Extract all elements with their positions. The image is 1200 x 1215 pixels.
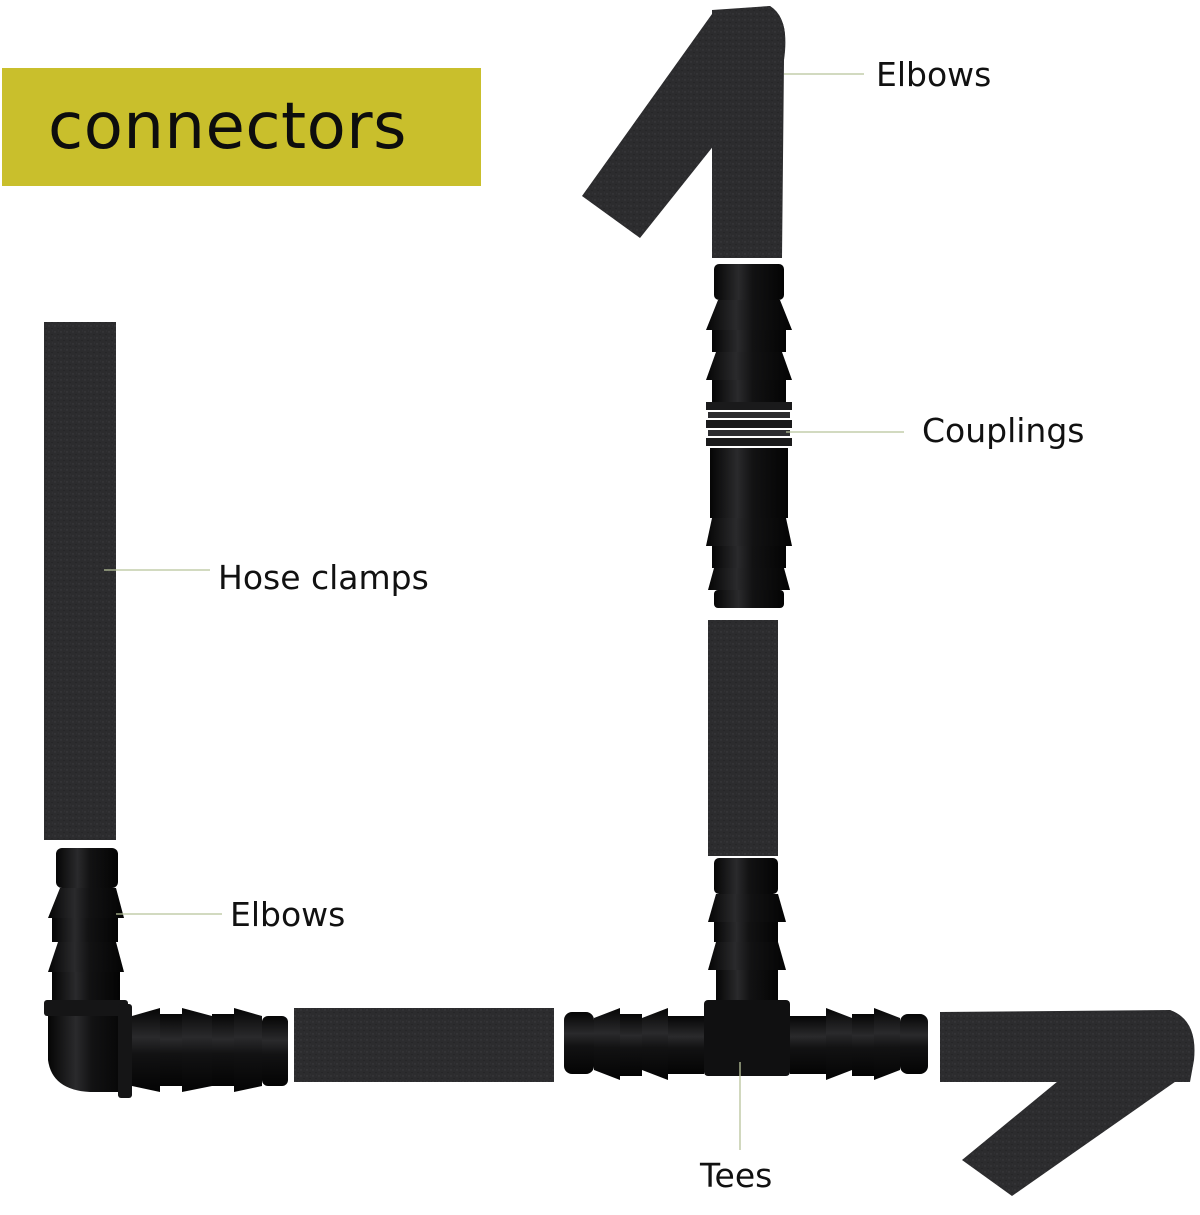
label-tees: Tees bbox=[700, 1156, 773, 1195]
foam-strip-folded-bottom bbox=[940, 1010, 1195, 1196]
title-banner: connectors bbox=[2, 68, 481, 186]
foam-strip-folded-top bbox=[582, 6, 786, 258]
label-elbows-top: Elbows bbox=[876, 55, 992, 94]
label-couplings: Couplings bbox=[922, 411, 1085, 450]
elbow-fitting-bottom-left bbox=[44, 848, 288, 1098]
tee-fitting bbox=[564, 858, 928, 1080]
label-elbows-bottom: Elbows bbox=[230, 895, 346, 934]
label-hose-clamps: Hose clamps bbox=[218, 558, 429, 597]
leader-lines bbox=[104, 73, 904, 1150]
coupling-fitting bbox=[706, 264, 792, 608]
banner-title: connectors bbox=[48, 90, 407, 164]
foam-strip-middle bbox=[708, 620, 778, 856]
foam-strip-hose-clamp bbox=[44, 322, 116, 840]
foam-strip-bottom bbox=[294, 1008, 554, 1082]
